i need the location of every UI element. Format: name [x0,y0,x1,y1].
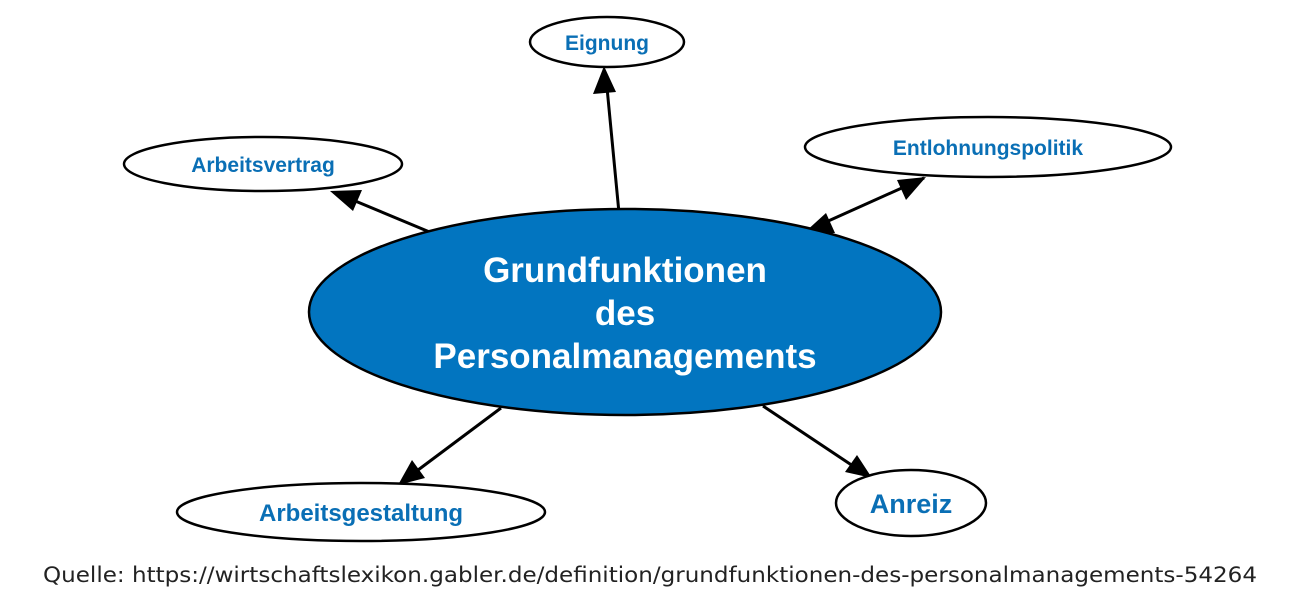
node-eignung: Eignung [528,15,686,69]
node-arbeitsgestaltung-ellipse [175,481,547,543]
node-arbeitsvertrag-ellipse [122,135,404,193]
node-entlohnungspolitik-label: Entlohnungspolitik [893,137,1083,160]
node-anreiz-ellipse [834,468,988,538]
node-arbeitsgestaltung-label: Arbeitsgestaltung [259,500,463,527]
node-entlohnungspolitik: Entlohnungspolitik [803,115,1173,179]
node-entlohnungspolitik-ellipse [803,115,1173,179]
arrowhead-entlohnungspolitik-end [897,177,926,200]
node-arbeitsvertrag: Arbeitsvertrag [122,135,404,193]
arrowhead-anreiz [845,455,872,478]
node-arbeitsvertrag-label: Arbeitsvertrag [191,154,335,177]
center-label-line-3: Personalmanagements [433,337,816,376]
edge-eignung [604,76,621,214]
node-anreiz-label: Anreiz [870,489,953,519]
center-label-line-2: des [595,294,655,333]
center-node: Grundfunktionen des Personalmanagements [307,207,943,417]
arrowhead-eignung [593,66,616,94]
source-caption: Quelle: https://wirtschaftslexikon.gable… [43,563,1257,588]
node-eignung-label: Eignung [565,32,649,55]
node-arbeitsgestaltung: Arbeitsgestaltung [175,481,547,543]
edges [330,66,926,485]
arrowhead-arbeitsvertrag [330,190,362,211]
center-label-line-1: Grundfunktionen [483,251,767,290]
node-eignung-ellipse [528,15,686,69]
arrowhead-arbeitsgestaltung [398,460,425,485]
center-ellipse [307,207,943,417]
node-anreiz: Anreiz [834,468,988,538]
